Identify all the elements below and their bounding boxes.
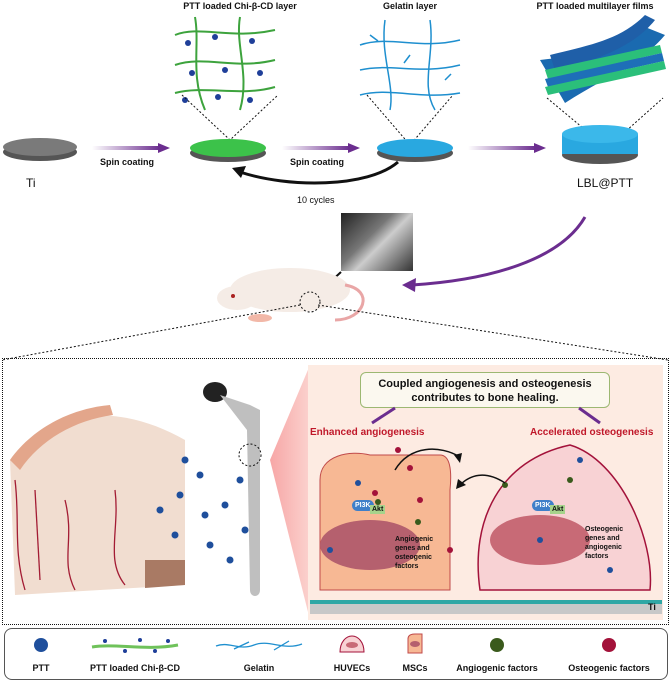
callout-arrow-right — [578, 406, 601, 425]
mechanism-panel — [2, 358, 669, 625]
left-cell-msc — [319, 452, 452, 591]
zoom-lines-multilayer — [546, 97, 664, 149]
cycle-arrow — [232, 160, 399, 185]
ti-substrate-bar — [310, 600, 662, 614]
spin-coating-label-2: Spin coating — [290, 157, 344, 167]
rat-illustration — [217, 268, 365, 322]
huvec-cell-icon — [339, 635, 365, 653]
callout-text: Coupled angiogenesis and osteogenesis co… — [378, 378, 592, 404]
ti-disc — [3, 138, 77, 161]
femoral-implant — [203, 382, 262, 596]
legend-label: Osteogenic factors — [568, 663, 650, 673]
accelerated-osteogenesis-heading: Accelerated osteogenesis — [530, 427, 654, 438]
chi-cd-chain-icon — [91, 638, 179, 653]
legend-label: Gelatin — [243, 663, 275, 673]
arrow-to-lbl — [468, 143, 546, 153]
implant-arrow — [402, 216, 587, 292]
callout-arrow-left — [371, 406, 396, 425]
legend-label: HUVECs — [333, 663, 371, 673]
multilayer-title: PTT loaded multilayer films — [536, 1, 654, 11]
xray-image — [341, 213, 413, 271]
arrow-spin-coating-1 — [92, 143, 170, 153]
gelatin-fiber-icon — [215, 640, 303, 651]
legend: PTT PTT loaded Chi-β-CD Gelatin HUVECs M… — [4, 628, 668, 680]
bone-tissue-illustration — [10, 405, 185, 595]
right-genes-text: Osteogenic genes and angiogenic factors — [585, 526, 624, 560]
legend-label: PTT — [32, 663, 50, 673]
chi-layer-title: PTT loaded Chi-β-CD layer — [183, 1, 297, 11]
lbl-ptt-disc — [562, 125, 638, 164]
msc-cell-icon — [407, 633, 423, 654]
multilayer-films-illustration — [540, 15, 666, 103]
legend-label: MSCs — [402, 663, 428, 673]
left-genes-text: Angiogenic genes and osteogenic factors — [395, 536, 434, 570]
gelatin-coated-disc — [377, 139, 453, 162]
right-pi3k-badge: PI3K — [532, 500, 554, 511]
lbl-ptt-label: LBL@PTT — [577, 176, 634, 190]
chi-network-illustration — [174, 16, 276, 111]
ti-label: Ti — [26, 176, 36, 190]
ti-substrate-label: Ti — [648, 602, 656, 612]
angiogenic-factor-dot-icon — [490, 638, 504, 652]
factor-dots — [327, 447, 613, 573]
cycles-label: 10 cycles — [297, 195, 335, 205]
legend-label: PTT loaded Chi-β-CD — [90, 663, 180, 673]
enhanced-angiogenesis-heading: Enhanced angiogenesis — [310, 427, 425, 438]
left-pi3k-badge: PI3K — [352, 500, 374, 511]
chi-coated-disc — [190, 139, 266, 162]
ptt-dot-icon — [34, 638, 48, 652]
right-akt-badge: Akt — [550, 505, 566, 514]
exchange-arrows — [394, 448, 506, 489]
spin-coating-label-1: Spin coating — [100, 157, 154, 167]
left-akt-badge: Akt — [370, 505, 386, 514]
gelatin-network-illustration — [359, 19, 461, 111]
ptt-release-dots — [156, 456, 249, 564]
arrow-spin-coating-2 — [282, 143, 360, 153]
gelatin-layer-title: Gelatin layer — [382, 1, 438, 11]
osteogenic-factor-dot-icon — [602, 638, 616, 652]
coupling-callout: Coupled angiogenesis and osteogenesis co… — [360, 372, 610, 408]
legend-label: Angiogenic factors — [456, 663, 538, 673]
zoom-lines-rat — [1, 304, 669, 361]
